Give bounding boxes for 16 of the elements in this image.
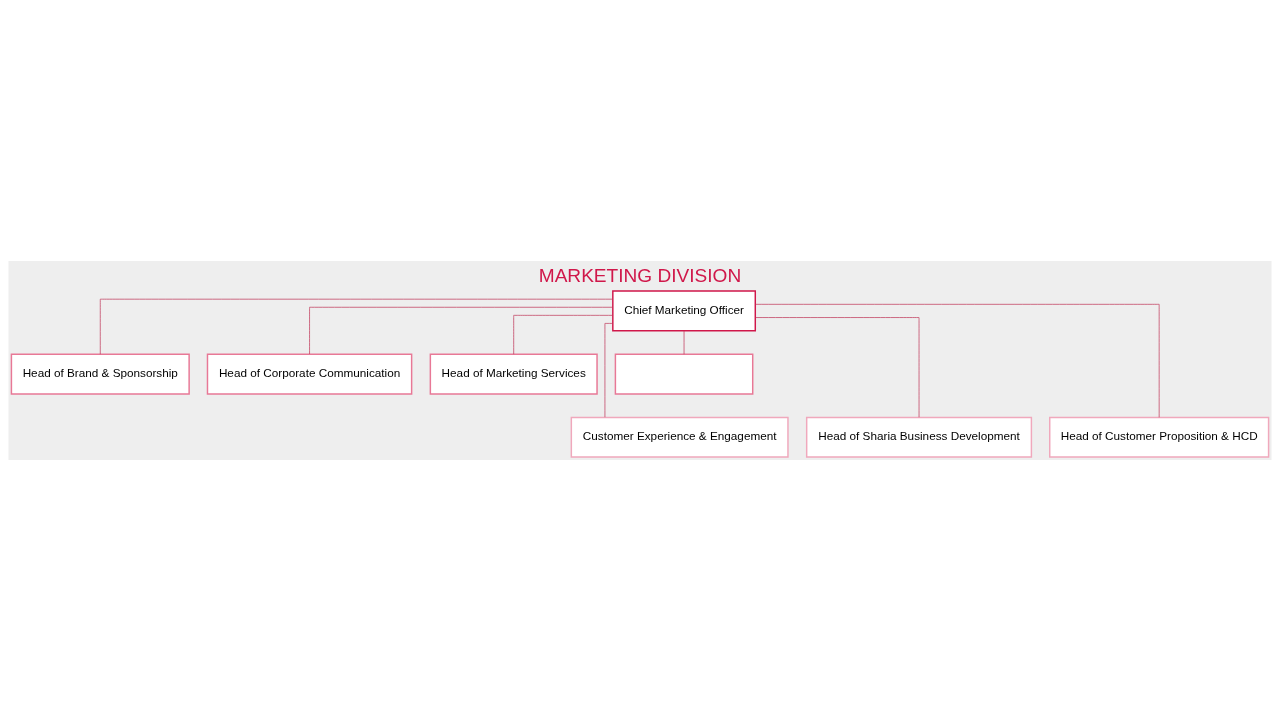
- node-box: Head of Corporate Communication: [206, 353, 413, 395]
- node-box: Head of Sharia Business Development: [805, 416, 1033, 458]
- diagram-title: MARKETING DIVISION: [538, 264, 742, 286]
- connector: [755, 303, 1160, 418]
- connector: [755, 316, 920, 418]
- node-box: Customer Experience & Engagement: [570, 416, 789, 458]
- connector: [683, 330, 685, 355]
- connector: [309, 306, 614, 354]
- node-box: Head of Marketing Services: [429, 353, 598, 395]
- node-box: Head of Brand & Sponsorship: [10, 353, 190, 395]
- node-box: [614, 353, 754, 395]
- connector: [513, 314, 614, 355]
- connector: [99, 298, 614, 355]
- node-box: Chief Marketing Officer: [612, 289, 757, 331]
- node-box: Head of Customer Proposition & HCD: [1049, 416, 1270, 458]
- connector: [604, 322, 614, 417]
